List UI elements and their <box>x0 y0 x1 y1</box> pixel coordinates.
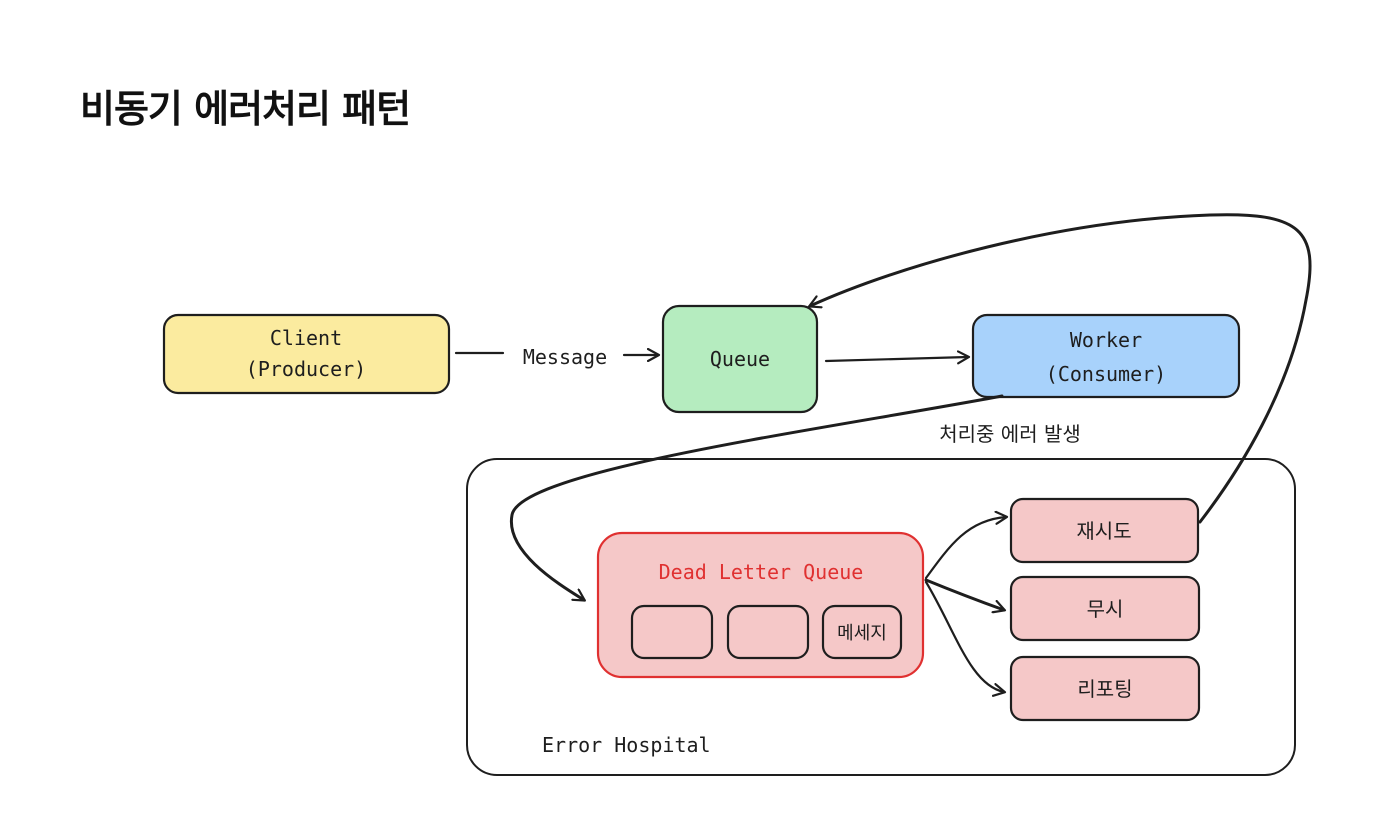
page-title: 비동기 에러처리 패턴 <box>80 87 411 131</box>
retry-label: 재시도 <box>1076 519 1131 543</box>
edge-retry-queue <box>810 213 1312 524</box>
client-label: Client <box>270 326 342 350</box>
queue-label: Queue <box>710 347 770 371</box>
ignore-label: 무시 <box>1087 597 1124 621</box>
error-hospital-label: Error Hospital <box>542 733 711 757</box>
dlq-message-slot-2 <box>726 604 810 660</box>
dlq-message-slot-1 <box>630 604 714 660</box>
client-node[interactable]: Client (Producer) <box>162 313 451 395</box>
report-label: 리포팅 <box>1077 677 1132 701</box>
dlq-label: Dead Letter Queue <box>659 560 864 584</box>
edge-dlq-retry <box>924 517 1006 580</box>
message-edge-label: Message <box>523 345 607 369</box>
error-hospital-group: Error Hospital <box>466 458 1296 776</box>
worker-sublabel: (Consumer) <box>1046 362 1166 386</box>
ignore-node[interactable]: 무시 <box>1009 575 1201 642</box>
edge-dlq-ignore <box>924 578 1004 610</box>
queue-node[interactable]: Queue <box>661 304 819 414</box>
worker-label: Worker <box>1070 328 1142 352</box>
edge-queue-worker <box>824 357 968 361</box>
dead-letter-queue-node[interactable]: Dead Letter Queue 메세지 <box>596 531 925 679</box>
report-node[interactable]: 리포팅 <box>1009 655 1201 722</box>
edge-client-queue: Message <box>454 345 658 369</box>
edge-worker-dlq <box>509 394 1004 600</box>
error-edge-label: 처리중 에러 발생 <box>939 422 1081 446</box>
client-sublabel: (Producer) <box>246 357 366 381</box>
dlq-message-slot-3 <box>821 604 903 660</box>
dlq-message-slot-label: 메세지 <box>837 623 887 644</box>
retry-node[interactable]: 재시도 <box>1009 497 1200 564</box>
worker-node[interactable]: Worker (Consumer) <box>971 313 1241 399</box>
edge-dlq-report <box>924 580 1004 692</box>
